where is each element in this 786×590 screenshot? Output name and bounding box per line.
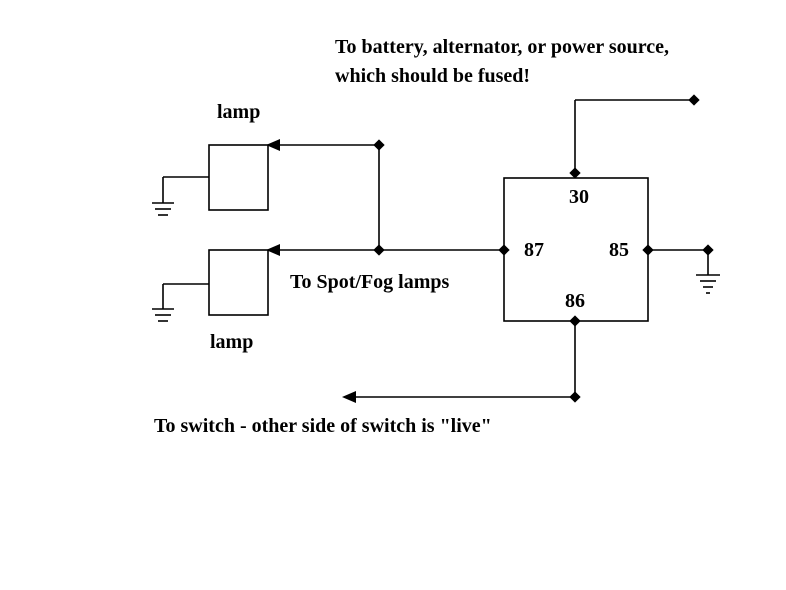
switch-note-label: To switch - other side of switch is "liv… (154, 415, 492, 437)
junction-86-dot (569, 391, 581, 403)
pin-86-switch-wire (342, 315, 581, 403)
pin-85-ground-wire (642, 244, 720, 294)
junction-85-dot (702, 244, 714, 256)
junction-lamp-top-dot (373, 139, 385, 151)
ground-symbol-lamp-bottom (152, 308, 174, 322)
pin-87-dot (498, 244, 510, 256)
lamp-top-label: lamp (217, 101, 260, 123)
power-terminal-dot (688, 94, 700, 106)
pin-87-lamp-wire (266, 139, 510, 256)
pin-30-dot (569, 167, 581, 179)
power-source-label-line2: which should be fused! (335, 65, 530, 87)
pin-87-label: 87 (524, 239, 544, 261)
arrow-to-switch (342, 391, 356, 403)
lamp-bottom-label: lamp (210, 331, 253, 353)
junction-lamp-bottom-dot (373, 244, 385, 256)
power-source-wire (569, 94, 700, 179)
power-source-label-line1: To battery, alternator, or power source, (335, 36, 669, 58)
ground-symbol-right (696, 274, 720, 294)
lamp-bottom (152, 249, 269, 322)
pin-85-dot (642, 244, 654, 256)
lamp-top (152, 144, 269, 216)
spot-fog-label: To Spot/Fog lamps (290, 271, 450, 293)
ground-symbol-lamp-top (152, 202, 174, 216)
pin-30-label: 30 (569, 186, 589, 208)
arrow-to-lamp-top (266, 139, 280, 151)
pin-86-dot (569, 315, 581, 327)
arrow-to-lamp-bottom (266, 244, 280, 256)
pin-85-label: 85 (609, 239, 629, 261)
pin-86-label: 86 (565, 290, 585, 312)
